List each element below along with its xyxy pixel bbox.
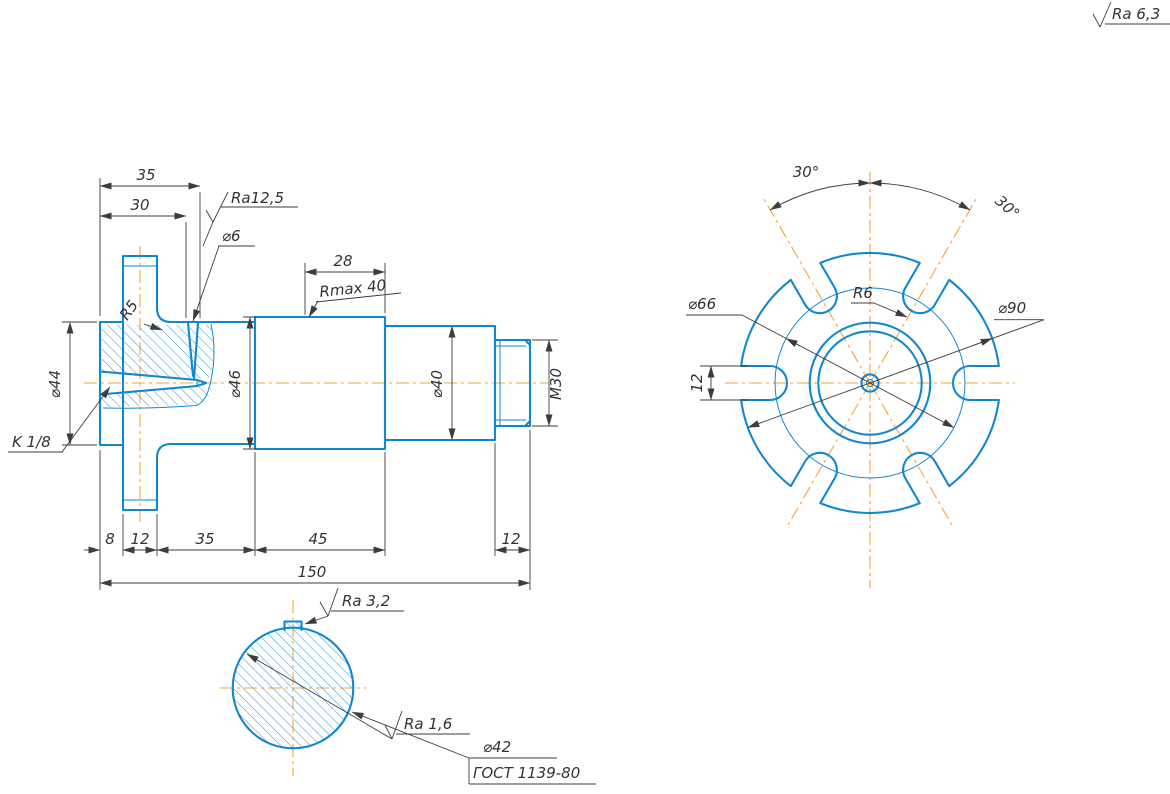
- slot-radius-label: R6: [853, 284, 873, 302]
- section-hatch-lower: [102, 386, 211, 408]
- dim-8-label: 8: [105, 530, 115, 548]
- dia-42-leader: [351, 711, 470, 759]
- center-hole-circle: [860, 373, 880, 393]
- fillet-label: R5: [116, 297, 142, 324]
- rmax-label: Rmax 40: [319, 276, 387, 301]
- angle-left-label: 30°: [793, 163, 820, 181]
- thread-label: M30: [547, 368, 565, 400]
- taper-label: K 1/8: [12, 433, 51, 451]
- shaft-dia40-outline: [383, 324, 497, 442]
- angle-arc-right: [869, 179, 971, 211]
- dim-35-top-label: 35: [136, 166, 155, 184]
- dim-45-label: 45: [308, 530, 327, 548]
- roughness-hub-check-icon: [202, 191, 298, 247]
- hole-dia-leader: [192, 245, 220, 322]
- angle-right-label: 30°: [991, 192, 1023, 223]
- radial-hole-outline: [186, 321, 200, 381]
- roughness-side-label: Ra 1,6: [404, 715, 452, 733]
- dia-46-label: ⌀46: [226, 370, 244, 398]
- section-view-callouts: Ra 3,2 Ra 1,6 ⌀42 ГОСТ 1139-80: [246, 587, 596, 785]
- section-hatch-upper: [102, 325, 214, 380]
- center-point-circle: [866, 379, 874, 387]
- slot-width-extension-lines: [700, 365, 748, 401]
- hole-dia-label: ⌀6: [222, 227, 241, 245]
- dia-90-arrow: [972, 338, 993, 346]
- main-view-centerlines: [84, 246, 548, 522]
- dia-42-label: ⌀42: [483, 738, 511, 756]
- roughness-top-check-icon: [319, 587, 404, 617]
- section-view-body: [231, 620, 355, 750]
- general-roughness-symbol: Ra 6,3: [1092, 1, 1170, 28]
- main-view-outline: [98, 254, 532, 512]
- dia-66-arrow: [785, 338, 801, 347]
- spline-bore-inner-circle: [817, 330, 923, 436]
- dia-90-dim-line: [747, 319, 1045, 428]
- taper-leader: [61, 386, 111, 453]
- dia-40-label: ⌀40: [428, 370, 446, 398]
- roughness-top-leader: [304, 615, 329, 625]
- slot-width-label: 12: [688, 373, 706, 392]
- slot-center-circle: [774, 287, 966, 479]
- spline-shaft-section-circle: [231, 626, 355, 750]
- flange-chamfer-lines: [123, 265, 157, 501]
- main-view: 35 30 Ra12,5 ⌀6 28 Rmax 40 R5 ⌀44 K 1/8 …: [8, 166, 565, 590]
- thread-end-outline: [493, 338, 532, 428]
- spline-bore-outer-circle: [808, 321, 932, 445]
- dim-30-label: 30: [130, 196, 149, 214]
- end-view-dimensions: 30° 30° ⌀66 R6 ⌀90 12: [686, 163, 1045, 428]
- shaft-dia46-outline: [253, 315, 387, 451]
- fillet-leader: [143, 323, 163, 331]
- roughness-hub-label: Ra12,5: [231, 189, 284, 207]
- slot-axis-centerlines: [763, 198, 977, 527]
- hub-stub-outline: [98, 320, 125, 447]
- roughness-top-label: Ra 3,2: [342, 592, 390, 610]
- roughness-check-icon: [1092, 1, 1170, 28]
- extension-lines: [62, 178, 558, 590]
- spline-standard-underline: [468, 758, 596, 785]
- dim-28-label: 28: [333, 252, 352, 270]
- section-break-line: [102, 323, 215, 409]
- roughness-side-leader: [246, 653, 393, 740]
- dim-12-right-label: 12: [501, 530, 520, 548]
- general-roughness-label: Ra 6,3: [1112, 5, 1160, 23]
- dim-150-label: 150: [298, 563, 327, 581]
- dia-44-label: ⌀44: [46, 370, 64, 398]
- dia-66-dim-line: [741, 314, 955, 428]
- main-view-hatching: [102, 323, 215, 409]
- spline-tooth-outline: [283, 620, 303, 632]
- dim-35-bottom-label: 35: [195, 530, 214, 548]
- rmax-underline: [315, 292, 402, 303]
- spline-tooth-hatch: [284, 621, 302, 631]
- flange-disk-outline: [121, 254, 159, 512]
- taper-bore-outline: [98, 370, 208, 396]
- angle-arc-left: [769, 179, 871, 211]
- dia-90-label: ⌀90: [998, 299, 1026, 317]
- thread-root-lines: [495, 341, 526, 425]
- hub-outline: [155, 306, 257, 460]
- main-view-dimensions: 35 30 Ra12,5 ⌀6 28 Rmax 40 R5 ⌀44 K 1/8 …: [8, 166, 565, 590]
- slot-radius-leader: [873, 302, 908, 318]
- rmax-leader: [308, 300, 319, 318]
- end-view: 30° 30° ⌀66 R6 ⌀90 12: [686, 163, 1045, 588]
- dia-66-label: ⌀66: [688, 295, 716, 313]
- section-view: Ra 3,2 Ra 1,6 ⌀42 ГОСТ 1139-80: [220, 587, 596, 785]
- dim-12-left-label: 12: [130, 530, 149, 548]
- spline-standard-label: ГОСТ 1139-80: [473, 764, 580, 782]
